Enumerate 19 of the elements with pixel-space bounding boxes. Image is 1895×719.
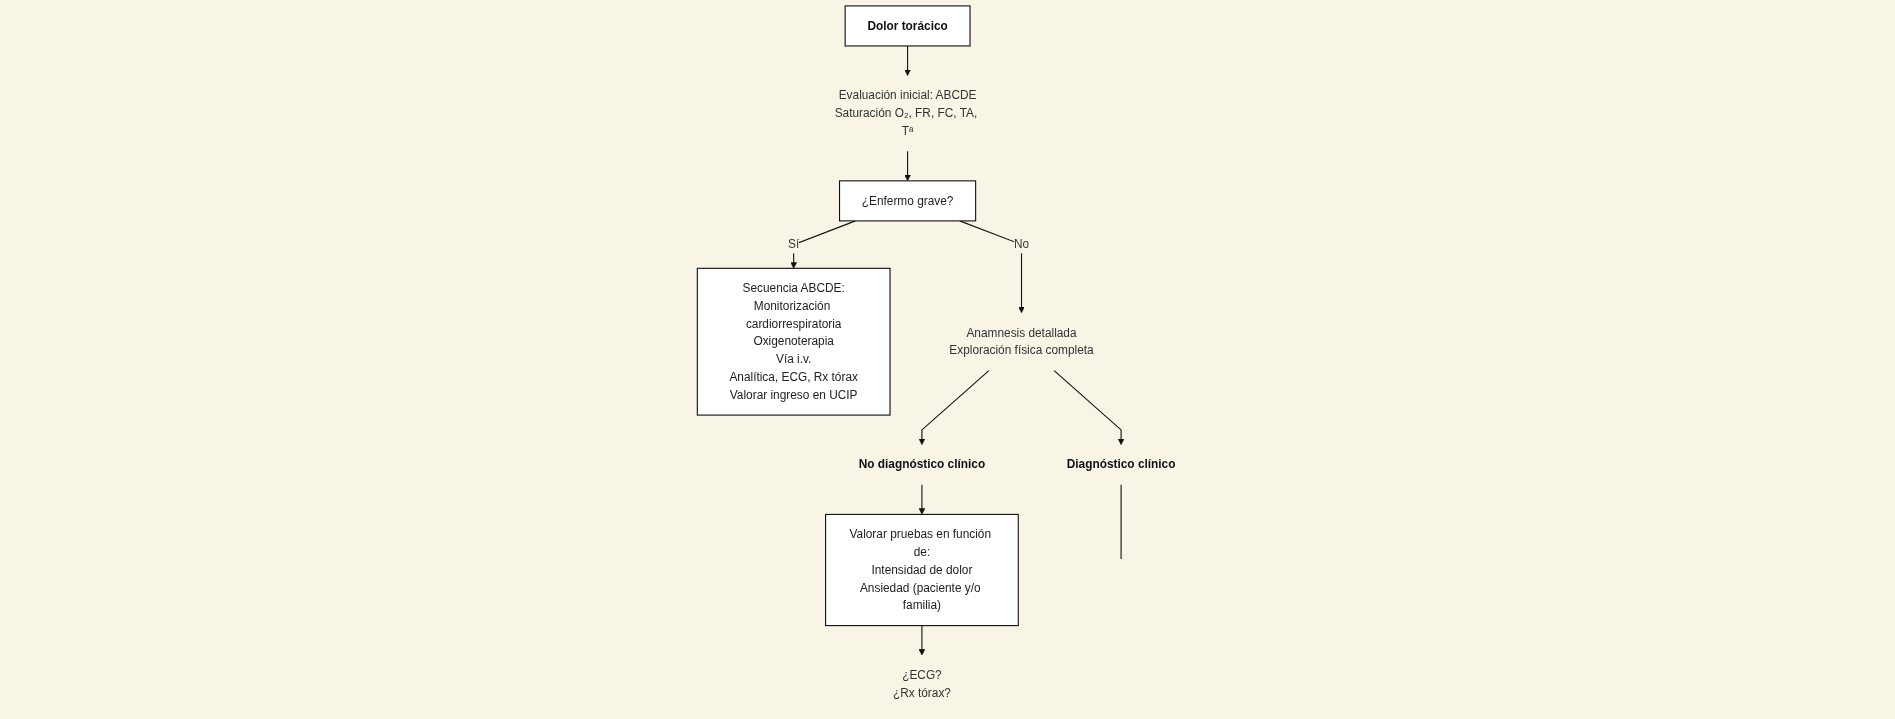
node-text: No diagnóstico clínico bbox=[858, 458, 986, 471]
node-text: ¿ECG? ¿Rx tórax? bbox=[892, 668, 951, 699]
arrow bbox=[918, 625, 926, 656]
edge-label: No bbox=[1013, 237, 1030, 251]
connector bbox=[1120, 484, 1122, 560]
node-text: Anamnesis detallada Exploración física completa bbox=[949, 326, 1094, 357]
arrow bbox=[918, 370, 990, 446]
node-text: Diagnóstico clínico bbox=[1066, 458, 1176, 471]
node-box: ¿Enfermo grave? bbox=[839, 180, 977, 222]
arrow bbox=[790, 220, 856, 269]
arrow bbox=[904, 150, 911, 182]
arrow bbox=[1053, 370, 1125, 446]
node-text: Evaluación inicial: ABCDE Saturación O₂, FR, FC, TA, Tª bbox=[834, 88, 978, 138]
node-box: Valorar pruebas en función de: Intensidad de dolor Ansiedad (paciente y/o familia) bbox=[825, 513, 1019, 627]
edge-label: Sí bbox=[788, 237, 800, 251]
node-box: Secuencia ABCDE: Monitorización cardiorrespiratoria Oxigenoterapia Vía i.v. Analítica, ECG, Rx tórax Valorar ingreso en UCIP bbox=[696, 267, 891, 416]
arrow bbox=[904, 45, 911, 76]
node-box: Dolor torácico bbox=[844, 5, 971, 47]
arrow bbox=[918, 484, 926, 515]
